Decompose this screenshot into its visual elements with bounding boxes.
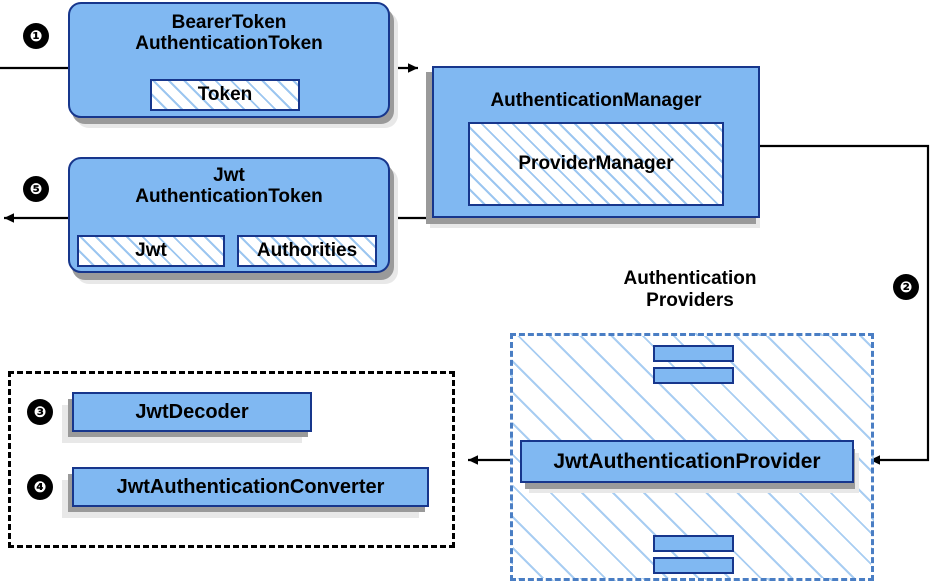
provider-bar-bottom-1 <box>653 535 734 552</box>
jwt-converter-label: JwtAuthenticationConverter <box>116 475 385 498</box>
step-badge-4: ❹ <box>28 475 52 499</box>
wire-manager-to-provider <box>760 144 930 465</box>
authentication-providers-title: Authentication Providers <box>623 268 757 311</box>
chip-provider-manager-label: ProviderManager <box>518 153 674 174</box>
jwt-decoder-label: JwtDecoder <box>135 400 249 423</box>
chip-token[interactable]: Token <box>150 79 300 111</box>
authentication-manager-title: AuthenticationManager <box>490 90 702 111</box>
group-jwt-support <box>8 371 455 548</box>
chip-authorities[interactable]: Authorities <box>237 235 377 267</box>
step-badge-5: ❺ <box>24 177 48 201</box>
provider-bar-bottom-2 <box>653 557 734 574</box>
chip-jwt[interactable]: Jwt <box>77 235 225 267</box>
chip-authorities-label: Authorities <box>256 240 358 261</box>
chip-jwt-label: Jwt <box>135 240 167 261</box>
step-badge-2: ❷ <box>894 275 918 299</box>
node-jwt-authentication-converter[interactable]: JwtAuthenticationConverter <box>72 467 429 507</box>
chip-provider-manager[interactable]: ProviderManager <box>468 122 724 206</box>
jwt-provider-label: JwtAuthenticationProvider <box>553 449 821 473</box>
provider-bar-top-1 <box>653 345 734 362</box>
step-badge-3: ❸ <box>28 400 52 424</box>
step-badge-1: ❶ <box>24 24 48 48</box>
node-jwt-authentication-provider[interactable]: JwtAuthenticationProvider <box>520 440 854 483</box>
provider-bar-top-2 <box>653 367 734 384</box>
jwt-token-title: Jwt AuthenticationToken <box>135 165 323 208</box>
chip-token-label: Token <box>197 84 253 105</box>
node-bearer-token-authentication-token[interactable]: BearerToken AuthenticationToken <box>68 2 390 118</box>
node-jwt-decoder[interactable]: JwtDecoder <box>72 392 312 432</box>
bearer-token-title: BearerToken AuthenticationToken <box>135 12 323 55</box>
